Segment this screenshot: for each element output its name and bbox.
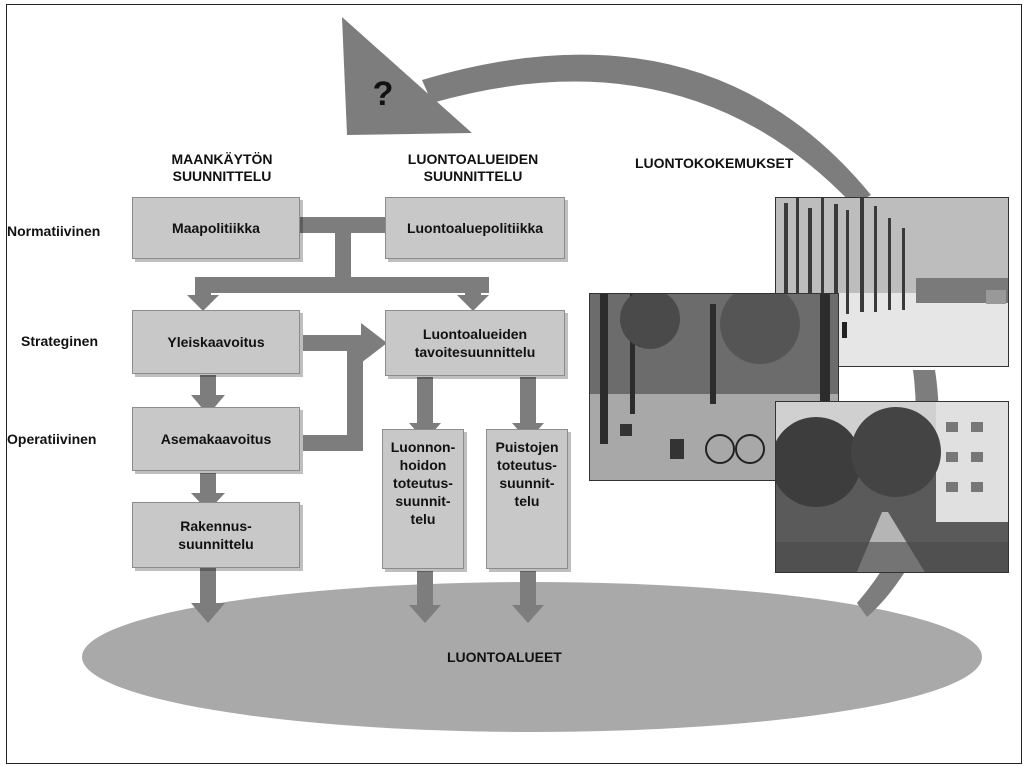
box-maapolitiikka: Maapolitiikka: [132, 197, 300, 259]
operative-up-bar: [347, 335, 363, 451]
normative-down-bar: [335, 231, 351, 277]
level-strategic-label: Strateginen: [21, 333, 99, 349]
box-rakennussuunnittelu: Rakennus- suunnittelu: [132, 502, 300, 568]
branch-left-arrowhead: [187, 295, 219, 311]
branch-left-stem: [195, 277, 211, 297]
yleis-to-asema-stem: [200, 375, 216, 397]
rakennus-to-ground-arrowhead: [191, 603, 225, 623]
tavoite-to-puistot-stem: [520, 377, 536, 425]
rakennus-to-ground-stem: [200, 568, 216, 606]
box-luontoaluepolitiikka: Luontoaluepolitiikka: [385, 197, 565, 259]
yleis-to-asema-arrowhead: [191, 395, 225, 415]
level-normative-label: Normatiivinen: [7, 223, 101, 239]
diagram-frame: ? MAANKÄYTÖN SUUNNITTELU LUONTOALUEIDEN …: [6, 4, 1022, 764]
level-operative-label: Operatiivinen: [7, 431, 97, 447]
ground-ellipse: [82, 582, 982, 732]
luonnonhoito-to-ground-stem: [417, 571, 433, 607]
box-tavoitesuunnittelu: Luontoalueiden tavoitesuunnittelu: [385, 310, 565, 376]
feedback-curve-arrow: [422, 54, 871, 205]
box-asemakaavoitus: Asemakaavoitus: [132, 407, 300, 471]
normative-link-bar: [299, 217, 389, 233]
photo-forest-path-building: [775, 401, 1009, 573]
box-luonnonhoidon-toteutussuunnittelu: Luonnon- hoidon toteutus- suunnit- telu: [382, 429, 464, 569]
tavoite-to-luonnonhoito-stem: [417, 377, 433, 425]
strategic-arrowhead: [361, 323, 387, 363]
ground-label: LUONTOALUEET: [447, 649, 562, 665]
branch-right-stem: [465, 277, 481, 297]
question-mark: ?: [373, 75, 394, 113]
operative-link-bar: [303, 435, 363, 451]
nature-experiences-header: LUONTOKOKEMUKSET: [635, 155, 794, 171]
nature-area-planning-header: LUONTOALUEIDEN SUUNNITTELU: [407, 151, 539, 184]
land-use-planning-header: MAANKÄYTÖN SUUNNITTELU: [171, 151, 273, 184]
asema-to-rakennus-stem: [200, 473, 216, 495]
distribution-bar: [195, 277, 489, 293]
puistot-to-ground-stem: [520, 571, 536, 607]
box-puistojen-toteutussuunnittelu: Puistojen toteutus- suunnit- telu: [486, 429, 568, 569]
box-yleiskaavoitus: Yleiskaavoitus: [132, 310, 300, 374]
branch-right-arrowhead: [457, 295, 489, 311]
puistot-to-ground-arrowhead: [512, 605, 544, 623]
feedback-arrowhead: [342, 17, 472, 135]
luonnonhoito-to-ground-arrowhead: [409, 605, 441, 623]
